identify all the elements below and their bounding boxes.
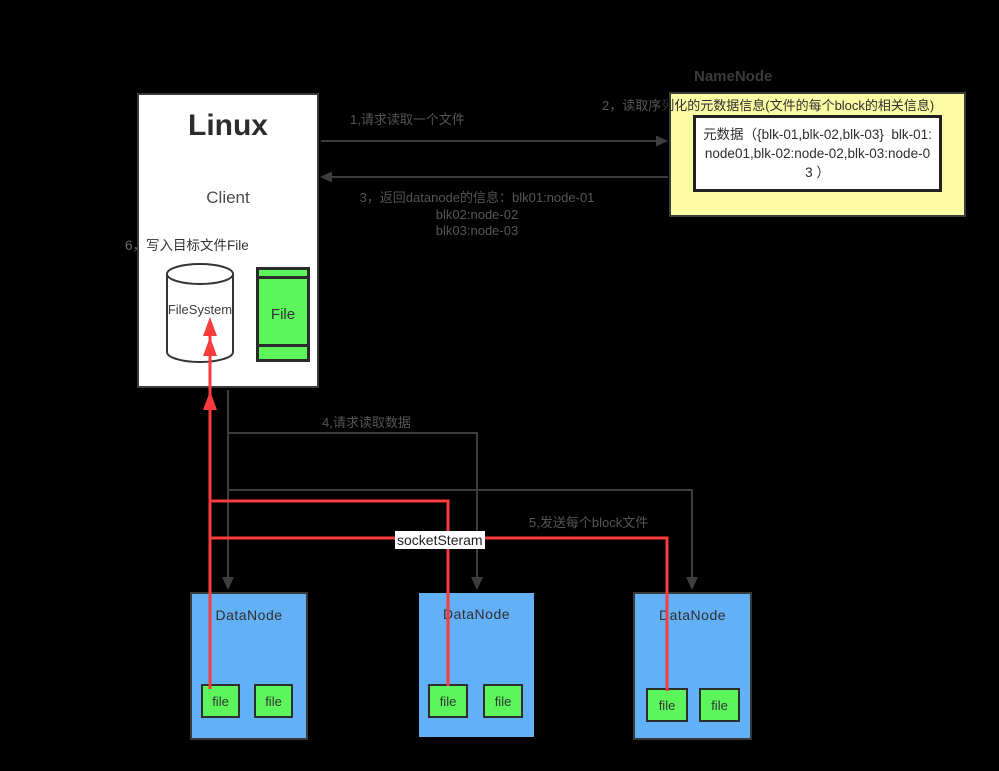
datanode-2-title: DataNode	[442, 606, 511, 622]
filesystem-label: FileSystem	[167, 302, 233, 317]
file-shape-bottom-line	[259, 344, 307, 347]
step3-label: 3，返回datanode的信息：blk01:node-01 blk02:node…	[352, 190, 602, 240]
step3-line1: 3，返回datanode的信息：blk01:node-01	[359, 190, 595, 205]
datanode-3-box: DataNode file file	[633, 592, 752, 740]
cylinder-top	[166, 263, 234, 285]
step6-label: 6，写入目标文件File	[125, 234, 249, 254]
step2-label: 2，读取序列化的元数据信息(文件的每个block的相关信息)	[602, 95, 934, 114]
datanode-1-file-2: file	[254, 684, 293, 718]
cylinder-body	[166, 274, 234, 363]
file-shape-label: File	[270, 306, 296, 323]
datanode-2-box: DataNode file file	[419, 593, 534, 737]
client-subtitle: Client	[206, 188, 250, 207]
file-shape-top-line	[259, 276, 307, 279]
step3-line2: blk02:node-02	[435, 206, 519, 222]
step5-label: 5,发送每个block文件	[529, 515, 649, 530]
step1-arrowhead-right	[656, 135, 668, 147]
metadata-box: 元数据（{blk-01,blk-02,blk-03} blk-01:node01…	[693, 115, 942, 192]
step3-arrowhead-left	[320, 171, 332, 183]
step6-text: 写入目标文件File	[146, 238, 249, 253]
datanode-2-file-1: file	[428, 684, 468, 718]
step4-line-datanode2	[228, 432, 478, 577]
namenode-box: 元数据（{blk-01,blk-02,blk-03} blk-01:node01…	[669, 92, 966, 217]
step4-arrowhead-datanode2	[471, 577, 483, 590]
step3-line3: blk03:node-03	[435, 223, 519, 238]
step4-arrowhead-datanode3	[686, 577, 698, 590]
step1-label: 1,请求读取一个文件	[350, 112, 465, 127]
socket-stream-label: socketSteram	[395, 531, 485, 549]
datanode-1-title: DataNode	[215, 607, 283, 623]
file-component-shape: File	[256, 267, 310, 362]
step6-number: 6，	[125, 238, 147, 253]
datanode-3-file-2: file	[699, 688, 740, 722]
red-arrowhead-3	[203, 391, 217, 410]
datanode-3-title: DataNode	[658, 607, 727, 623]
client-title: Linux	[188, 109, 268, 142]
datanode-3-file-1: file	[646, 688, 688, 722]
datanode-1-box: DataNode file file	[190, 592, 308, 740]
step4-arrowhead-datanode1	[222, 577, 234, 590]
client-box: Linux Client 6，写入目标文件File FileSystem Fil…	[125, 93, 319, 388]
step2-prefix: 2，读取序	[602, 98, 662, 113]
namenode-title: NameNode	[694, 68, 773, 85]
step4-label: 4,请求读取数据	[322, 415, 411, 430]
datanode-1-file-1: file	[201, 684, 240, 718]
datanode-2-file-2: file	[483, 684, 523, 718]
step2-suffix: 列化的元数据信息(文件的每个block的相关信息)	[661, 98, 935, 113]
